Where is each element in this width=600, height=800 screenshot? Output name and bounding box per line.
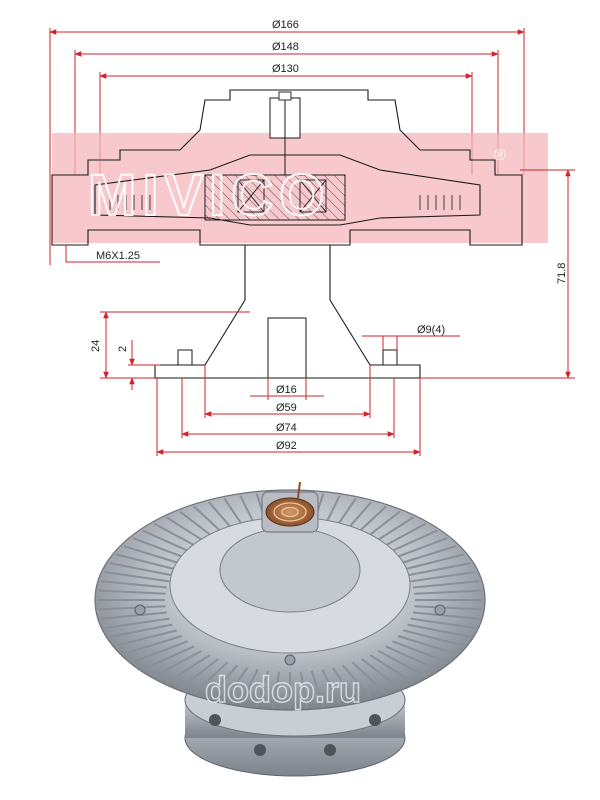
cooling-fin (255, 670, 270, 707)
cooling-fin (410, 617, 476, 629)
cooling-fin (109, 562, 173, 577)
cooling-fin (153, 650, 203, 678)
cooling-fin (142, 529, 195, 555)
dimension-height: 71.8 (420, 169, 575, 379)
cooling-fin (208, 664, 238, 699)
cooling-fin (407, 623, 471, 638)
photo-watermark: dodop.ru (205, 669, 361, 710)
cooling-fin (223, 667, 249, 703)
cooling-fin (403, 553, 465, 571)
watermark-logo-text: MIVICO (88, 163, 330, 228)
cooling-fin (403, 629, 465, 647)
center-bore (267, 317, 307, 379)
dim-24-label: 24 (90, 340, 102, 352)
dim-d74-label: Ø74 (276, 422, 297, 434)
technical-drawing: Ø166 Ø148 Ø130 (49, 19, 575, 456)
height-label: 71.8 (556, 263, 568, 284)
cooling-fin (385, 529, 438, 555)
dim-d148-label: Ø148 (272, 41, 299, 53)
cooling-fin (413, 580, 480, 589)
cooling-fin (98, 605, 166, 611)
cooling-fin (385, 645, 438, 671)
dimension-2: 2 (117, 340, 160, 390)
dimension-d16: Ø16 (250, 378, 324, 400)
mivico-watermark: MIVICO ® (87, 147, 506, 229)
cooling-fin (132, 640, 188, 663)
cooling-fin (331, 667, 357, 703)
cooling-fin (407, 562, 471, 577)
cooling-fin (410, 571, 476, 583)
dimension-holes: Ø9(4) (362, 324, 460, 350)
cooling-fin (351, 661, 387, 695)
cooling-fin (413, 611, 480, 620)
cooling-fin (414, 605, 482, 611)
dim-d166-label: Ø166 (272, 19, 299, 31)
cooling-fin (123, 635, 182, 655)
cooling-fin (104, 617, 170, 629)
cooling-fin (392, 640, 448, 663)
dim-d59-label: Ø59 (276, 402, 297, 414)
cooling-fin (361, 658, 401, 690)
bimetal-coil (261, 481, 319, 533)
dimension-d92: Ø92 (156, 378, 421, 456)
thread-label: M6X1.25 (96, 250, 140, 262)
product-photo: dodop.ru (94, 481, 486, 777)
cooling-fin (166, 654, 211, 684)
dim-d130-label: Ø130 (272, 63, 299, 75)
cooling-fin (369, 654, 414, 684)
cooling-fin (193, 661, 229, 695)
cooling-fin (342, 664, 372, 699)
clutch-cross-section (51, 89, 523, 246)
cooling-fin (321, 669, 341, 705)
cooling-fin (392, 537, 448, 560)
cooling-fin (104, 571, 170, 583)
cooling-fin (100, 611, 167, 620)
cooling-fin (115, 629, 177, 647)
dimension-d74: Ø74 (181, 378, 395, 438)
cooling-fin (398, 635, 457, 655)
cooling-fin (398, 545, 457, 565)
cooling-fin (115, 553, 177, 571)
flange-holes (177, 349, 398, 366)
cooling-fin (310, 670, 325, 707)
cooling-fin (299, 671, 308, 708)
cooling-fin (98, 589, 166, 595)
cooling-fin (109, 623, 173, 638)
dimension-24: 24 (90, 311, 250, 379)
cooling-fin (179, 658, 219, 690)
dim-d16-label: Ø16 (276, 384, 297, 396)
cooling-fin (377, 650, 427, 678)
dim-d92-label: Ø92 (276, 440, 297, 452)
cooling-fin (123, 545, 182, 565)
cooling-fin (100, 580, 167, 589)
thread-dimension: M6X1.25 (65, 245, 160, 263)
watermark-registered: ® (494, 147, 506, 164)
cooling-fin (414, 589, 482, 595)
holes-label: Ø9(4) (417, 324, 445, 336)
cooling-fin (142, 645, 195, 671)
cooling-fin (272, 671, 281, 708)
dim-2-label: 2 (117, 346, 129, 352)
finned-housing (94, 489, 486, 711)
cooling-fin (239, 669, 259, 705)
cooling-fin (132, 537, 188, 560)
dimension-d59: Ø59 (204, 365, 371, 418)
dimension-d166: Ø166 (49, 19, 525, 265)
